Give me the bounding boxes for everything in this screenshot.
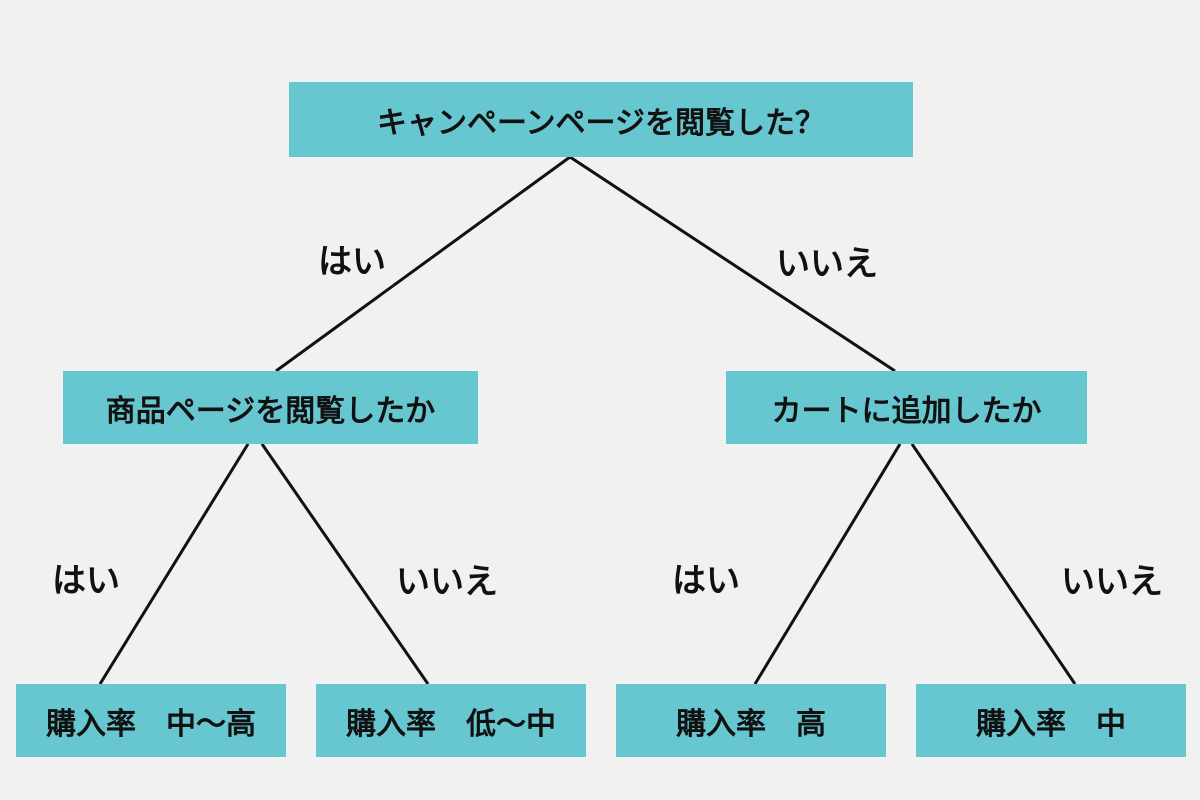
edge-label-right-leaf-3: はい xyxy=(672,561,740,601)
leaf-node-1: 購入率 中〜高 xyxy=(16,684,286,757)
left-decision-node: 商品ページを閲覧したか xyxy=(63,371,478,444)
root-node: キャンペーンページを閲覧した？ xyxy=(289,82,913,157)
edge-right-leaf-4 xyxy=(910,443,1077,685)
edge-right-leaf-3 xyxy=(753,443,902,685)
edge-label-root-left: はい xyxy=(318,242,386,282)
leaf-node-2: 購入率 低〜中 xyxy=(316,684,586,757)
right-decision-node: カートに追加したか xyxy=(726,371,1087,444)
leaf-node-4: 購入率 中 xyxy=(916,684,1186,757)
edge-label-root-right: いいえ xyxy=(776,244,878,284)
edge-label-left-leaf-2: いいえ xyxy=(396,562,498,602)
edge-label-right-leaf-4: いいえ xyxy=(1061,562,1163,602)
edge-root-left xyxy=(275,155,571,373)
edge-root-right xyxy=(569,155,896,373)
edge-left-leaf-2 xyxy=(260,443,430,685)
edge-left-leaf-1 xyxy=(98,443,250,685)
leaf-node-3: 購入率 高 xyxy=(616,684,886,757)
edge-label-left-leaf-1: はい xyxy=(52,561,120,601)
